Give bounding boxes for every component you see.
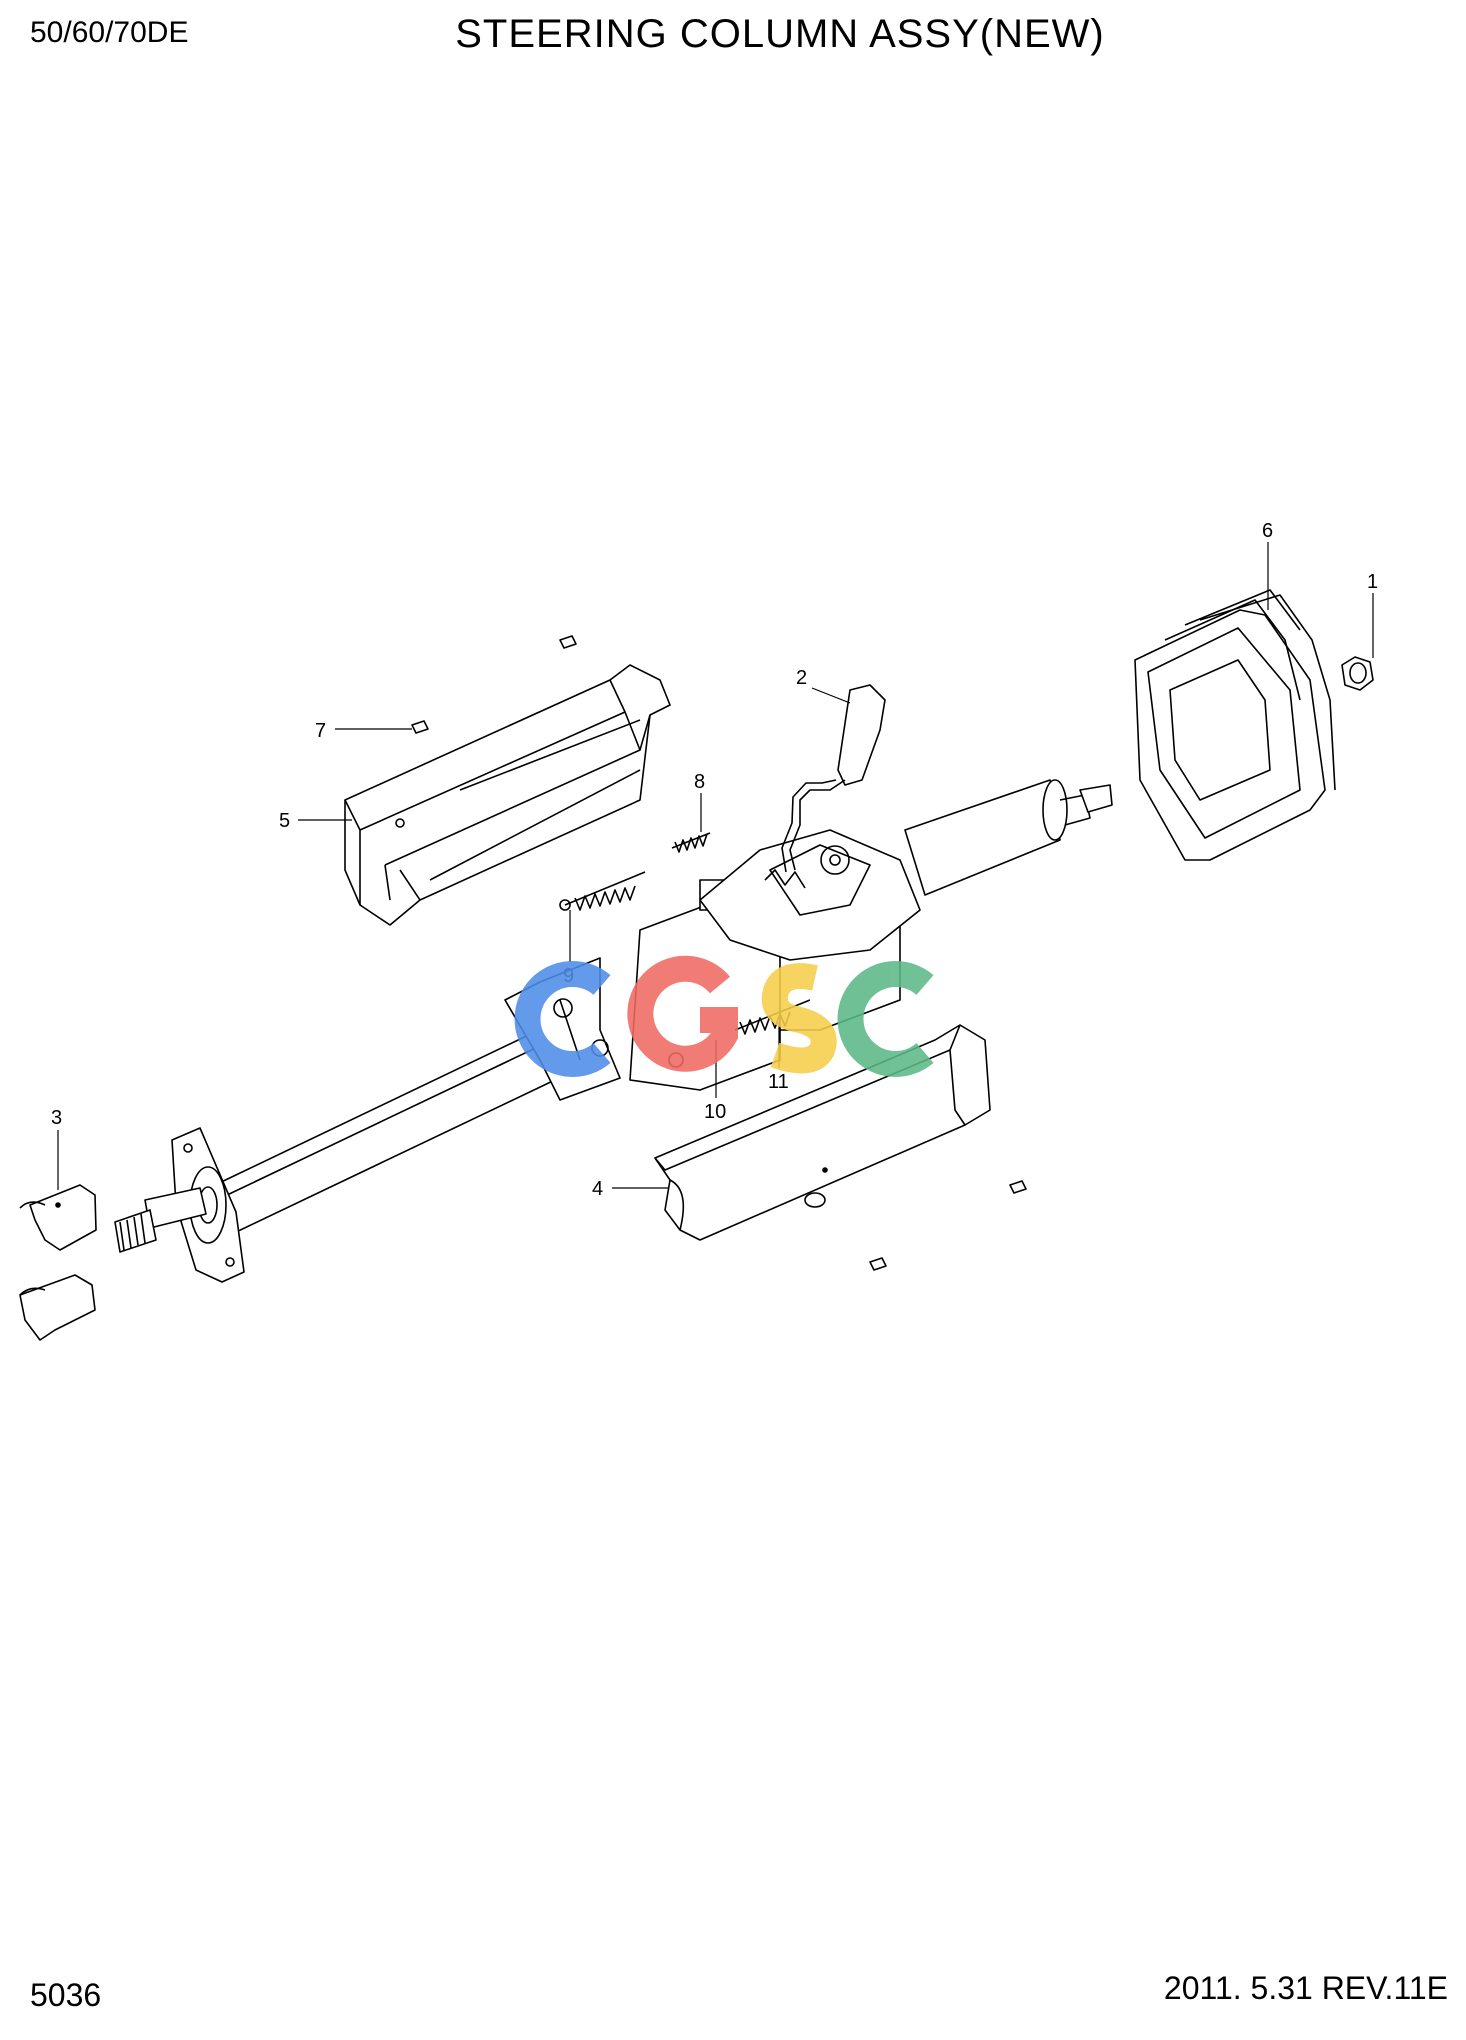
callout-6: 6 (1262, 520, 1273, 542)
callout-7: 7 (315, 720, 326, 742)
model-code: 50/60/70DE (30, 16, 189, 49)
callout-5: 5 (279, 810, 290, 832)
bolt-7 (411, 635, 1027, 1271)
lower-cover (654, 1024, 991, 1241)
upper-column (904, 779, 1113, 896)
page-title: STEERING COLUMN ASSY(NEW) (455, 12, 1105, 56)
tilt-lever (781, 684, 886, 873)
bushing-halves (19, 1184, 97, 1341)
callout-11: 11 (768, 1071, 789, 1093)
nut (1341, 656, 1374, 691)
spring-9 (559, 871, 646, 911)
watermark-logo (514, 955, 934, 1077)
callout-8: 8 (694, 771, 705, 793)
callout-4: 4 (592, 1178, 603, 1200)
rubber-boot (1134, 589, 1336, 861)
leader-lines (57, 542, 1374, 1190)
tilt-mechanism (699, 829, 921, 961)
callout-labels: 1 2 3 4 5 6 7 8 9 10 11 (51, 520, 1378, 1200)
callout-3: 3 (51, 1107, 62, 1129)
revision-date: 2011. 5.31 REV.11E (1163, 1970, 1448, 2006)
upper-cover (344, 664, 671, 926)
page-number: 5036 (30, 1977, 102, 2013)
callout-1: 1 (1367, 571, 1378, 593)
lower-shaft (114, 1187, 207, 1253)
callout-2: 2 (796, 667, 807, 689)
spring-8 (671, 832, 711, 853)
callout-10: 10 (704, 1101, 726, 1123)
